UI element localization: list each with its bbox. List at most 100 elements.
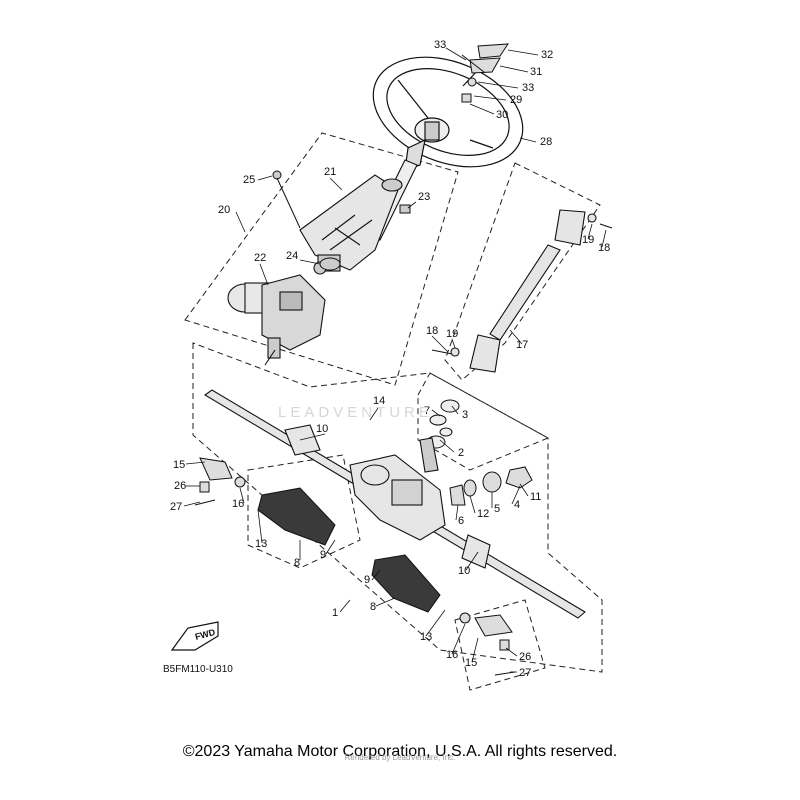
leader-line-28	[519, 137, 537, 143]
leader-line-24	[299, 259, 321, 265]
copyright-notice: ©2023 Yamaha Motor Corporation, U.S.A. A…	[182, 743, 618, 760]
callout-3: 3	[462, 409, 468, 421]
diagram-code: B5FM110-U310	[163, 664, 233, 675]
leader-line-18	[601, 229, 607, 248]
callout-10: 10	[458, 565, 470, 577]
callout-17: 17	[516, 339, 528, 351]
steering-wheel	[372, 56, 524, 171]
callout-25: 25	[243, 174, 255, 186]
leader-line-31	[499, 65, 529, 73]
leader-line-30	[469, 103, 495, 115]
leader-line-26	[505, 647, 518, 657]
callout-4: 4	[514, 499, 520, 511]
leader-line-9	[325, 539, 336, 555]
forward-arrow-icon: FWD	[170, 621, 219, 651]
callout-15: 15	[465, 657, 477, 669]
callout-leaders	[183, 47, 607, 673]
callout-19: 19	[582, 234, 594, 246]
callout-13: 13	[255, 538, 267, 550]
callout-19: 19	[446, 328, 458, 340]
leader-line-10	[299, 433, 326, 441]
intermediate-shaft	[431, 209, 613, 373]
column-bracket	[299, 159, 418, 272]
leader-line-15	[185, 461, 206, 465]
leader-line-27	[183, 501, 201, 507]
callout-27: 27	[170, 501, 182, 513]
outline-tierod-left	[247, 454, 361, 569]
leader-line-11	[519, 483, 529, 497]
callout-24: 24	[286, 250, 298, 262]
leader-line-23	[407, 201, 417, 209]
leader-line-29	[473, 95, 507, 101]
callout-26: 26	[174, 480, 186, 492]
watermark-text: LEADVENTURE	[278, 404, 433, 421]
leader-line-12	[469, 495, 476, 514]
callout-16: 16	[446, 649, 458, 661]
callout-8: 8	[370, 601, 376, 613]
callout-18: 18	[598, 242, 610, 254]
leader-line-1	[339, 599, 351, 613]
leader-line-16	[451, 623, 466, 655]
callout-8: 8	[294, 557, 300, 569]
callout-26: 26	[519, 651, 531, 663]
leader-line-10	[465, 551, 479, 571]
leader-line-16	[239, 487, 245, 504]
leader-line-6	[455, 504, 459, 521]
leader-line-14	[369, 407, 379, 421]
leader-line-32	[507, 49, 539, 56]
callout-16: 16	[232, 498, 244, 510]
callout-27: 27	[519, 667, 531, 679]
callout-20: 20	[218, 204, 230, 216]
callout-10: 10	[316, 423, 328, 435]
leader-line-33	[445, 47, 467, 61]
leader-line-7	[431, 409, 441, 417]
callout-30: 30	[496, 109, 508, 121]
callout-numbers: 1234567889910101112131314151516161718181…	[170, 39, 610, 679]
rendered-by-note: Rendered by LeadVenture, Inc.	[344, 753, 456, 762]
callout-15: 15	[173, 459, 185, 471]
leader-line-15	[471, 637, 479, 663]
callout-14: 14	[373, 395, 385, 407]
callout-33: 33	[522, 82, 534, 94]
callout-2: 2	[458, 447, 464, 459]
callout-6: 6	[458, 515, 464, 527]
callout-22: 22	[254, 252, 266, 264]
outline-pinion-group	[417, 372, 550, 471]
leader-line-2	[439, 439, 455, 453]
leader-line-17	[509, 329, 523, 345]
leader-line-3	[451, 405, 459, 415]
steering-rack	[203, 389, 586, 619]
callout-32: 32	[541, 49, 553, 61]
callout-7: 7	[424, 405, 430, 417]
leader-line-19	[587, 223, 593, 240]
callout-1: 1	[332, 607, 338, 619]
leader-line-22	[259, 263, 269, 286]
outline-rack-group-1	[192, 342, 603, 673]
callout-21: 21	[324, 166, 336, 178]
callout-31: 31	[530, 66, 542, 78]
callout-29: 29	[510, 94, 522, 106]
fasteners-upper	[272, 170, 411, 271]
outline-tierod-right	[454, 599, 546, 691]
callout-18: 18	[426, 325, 438, 337]
hub-cap-parts	[461, 43, 509, 103]
tie-rod-end-right	[459, 612, 516, 676]
leader-line-9	[371, 569, 381, 581]
leader-line-4	[511, 485, 521, 505]
callout-23: 23	[418, 191, 430, 203]
leader-line-8	[375, 597, 396, 607]
eps-unit	[227, 261, 327, 366]
leader-line-33	[477, 81, 519, 89]
adjuster-parts	[449, 466, 533, 506]
callout-28: 28	[540, 136, 552, 148]
leader-line-21	[329, 177, 343, 191]
outline-column-group-20	[184, 132, 459, 386]
callout-11: 11	[530, 491, 541, 503]
leader-line-13	[257, 509, 263, 544]
leader-line-20	[235, 211, 246, 233]
callout-5: 5	[494, 503, 500, 515]
leader-line-18	[431, 335, 449, 353]
leader-line-25	[257, 175, 273, 181]
